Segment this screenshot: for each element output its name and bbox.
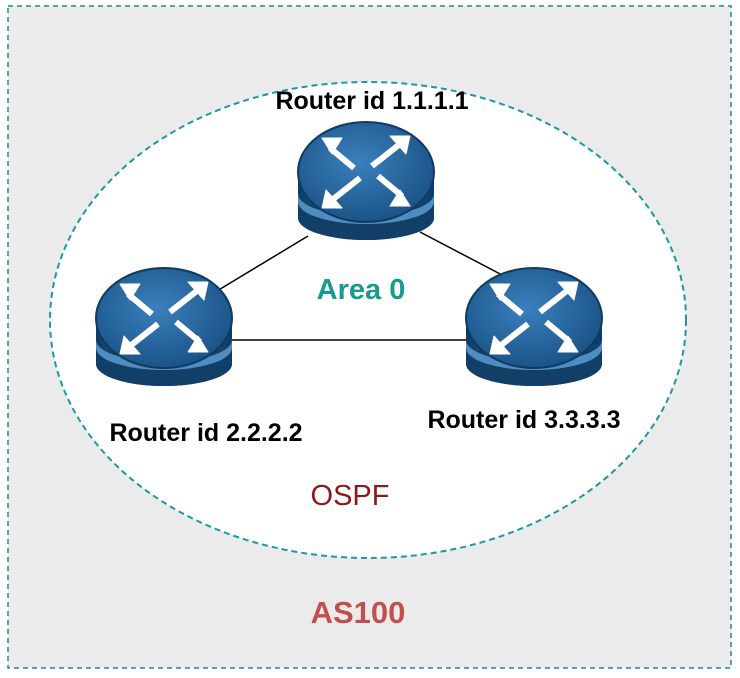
link-r1-r3 (419, 231, 505, 277)
router-icon-r2[interactable] (96, 268, 232, 386)
link-r1-r2 (211, 235, 309, 295)
area-label: Area 0 (317, 274, 406, 306)
as-label: AS100 (311, 595, 406, 630)
router-icon-r3[interactable] (466, 268, 602, 386)
router-icon-r1[interactable] (298, 122, 434, 240)
ospf-boundary (49, 81, 687, 559)
router-label-r2: Router id 2.2.2.2 (109, 419, 302, 447)
router-label-r1: Router id 1.1.1.1 (275, 87, 468, 115)
ospf-label: OSPF (311, 480, 390, 512)
router-label-r3: Router id 3.3.3.3 (427, 406, 620, 434)
